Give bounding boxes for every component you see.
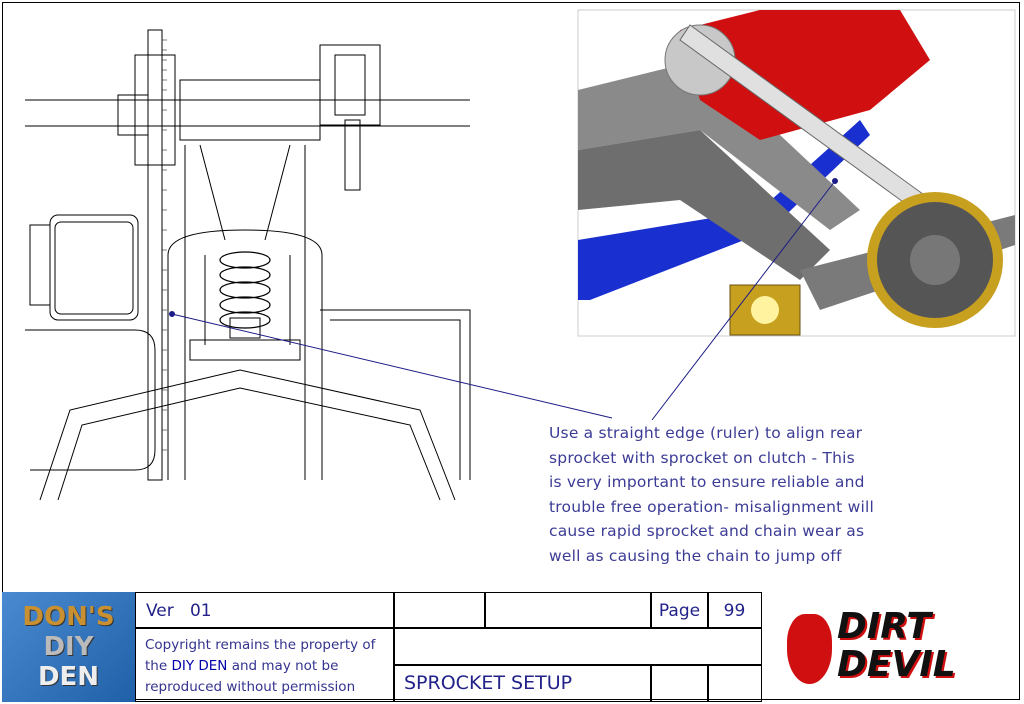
wordmark-line: DEVIL (837, 644, 956, 685)
copyright-text: and may not be reproduced without permis… (145, 658, 356, 695)
sheet-title: SPROCKET SETUP (393, 664, 652, 702)
page-number: 99 (707, 592, 762, 629)
note-line: cause rapid sprocket and chain wear as (549, 522, 865, 540)
blank-cell (707, 664, 762, 702)
version-value: 01 (189, 600, 212, 621)
copyright-cell: Copyright remains the property of the DI… (135, 627, 395, 702)
line-drawing-kart-rear (25, 29, 471, 501)
technical-drawing (25, 9, 1016, 501)
blank-cell (650, 664, 709, 702)
blank-cell (393, 592, 486, 629)
note-line: well as causing the chain to jump off (549, 546, 842, 565)
note-line: Use a straight edge (ruler) to align rea… (549, 424, 863, 442)
alignment-note: Use a straight edge (ruler) to align rea… (549, 421, 909, 568)
page-label: Page (650, 592, 709, 629)
note-line: trouble free operation- misalignment wil… (549, 497, 874, 516)
note-line: is very important to ensure reliable and (549, 473, 865, 491)
devil-face-icon (787, 614, 832, 684)
version-label: Ver (146, 600, 174, 621)
copyright-text: Copyright remains the property of the (145, 637, 376, 674)
wordmark-line: DIRT (837, 606, 931, 647)
version-cell: Ver 01 (135, 592, 395, 629)
blank-cell (484, 592, 652, 629)
note-line: sprocket with sprocket on clutch - This (549, 448, 855, 467)
leader-lines (169, 178, 838, 421)
render-3d-view (577, 9, 1016, 337)
copyright-brand: DIY DEN (171, 658, 228, 674)
blank-cell (393, 627, 762, 666)
